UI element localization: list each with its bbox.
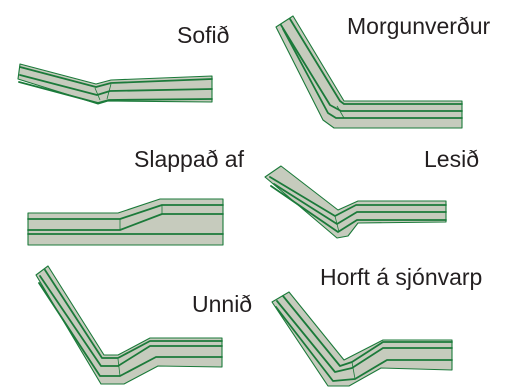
- bed-shape: [28, 199, 223, 245]
- label-slappad-af: Slappað af: [134, 146, 245, 172]
- pose-horft-a-sjonvarp: Horft á sjónvarp: [272, 264, 482, 386]
- label-lesid: Lesið: [424, 146, 479, 172]
- label-sofid: Sofið: [177, 22, 229, 48]
- bed-shape: [265, 166, 446, 238]
- bed-shape: [272, 292, 452, 386]
- pose-lesid: Lesið: [265, 146, 479, 238]
- label-unnid: Unnið: [192, 291, 252, 317]
- pose-morgunverdur: Morgunverður: [276, 13, 491, 128]
- label-morgunverdur: Morgunverður: [347, 13, 491, 39]
- pose-unnid: Unnið: [36, 266, 252, 384]
- label-horft-a-sjonvarp: Horft á sjónvarp: [320, 264, 482, 290]
- pose-slappad-af: Slappað af: [28, 146, 245, 245]
- bed-shape: [18, 64, 212, 104]
- pose-sofid: Sofið: [18, 22, 229, 104]
- bed-shape: [36, 266, 222, 384]
